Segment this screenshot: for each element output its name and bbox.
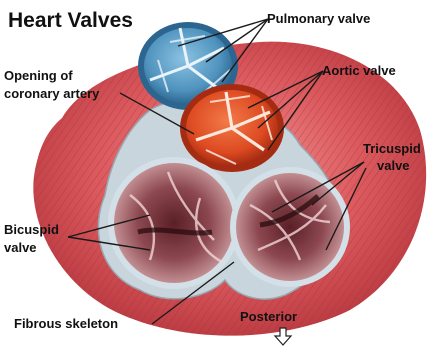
- label-aortic-valve: Aortic valve: [322, 63, 396, 78]
- label-pulmonary-valve: Pulmonary valve: [267, 11, 370, 26]
- label-opening-coronary-line1: Opening of: [4, 68, 73, 83]
- label-posterior: Posterior: [240, 309, 297, 324]
- diagram-title: Heart Valves: [8, 9, 133, 32]
- label-fibrous-skeleton: Fibrous skeleton: [14, 316, 118, 331]
- label-opening-coronary-line2: coronary artery: [4, 86, 100, 101]
- tricuspid-valve: [230, 167, 350, 287]
- label-bicuspid-line2: valve: [4, 240, 37, 255]
- label-bicuspid-line1: Bicuspid: [4, 222, 59, 237]
- bicuspid-valve: [108, 157, 240, 289]
- label-tricuspid-line2: valve: [377, 158, 410, 173]
- label-tricuspid-line1: Tricuspid: [363, 141, 421, 156]
